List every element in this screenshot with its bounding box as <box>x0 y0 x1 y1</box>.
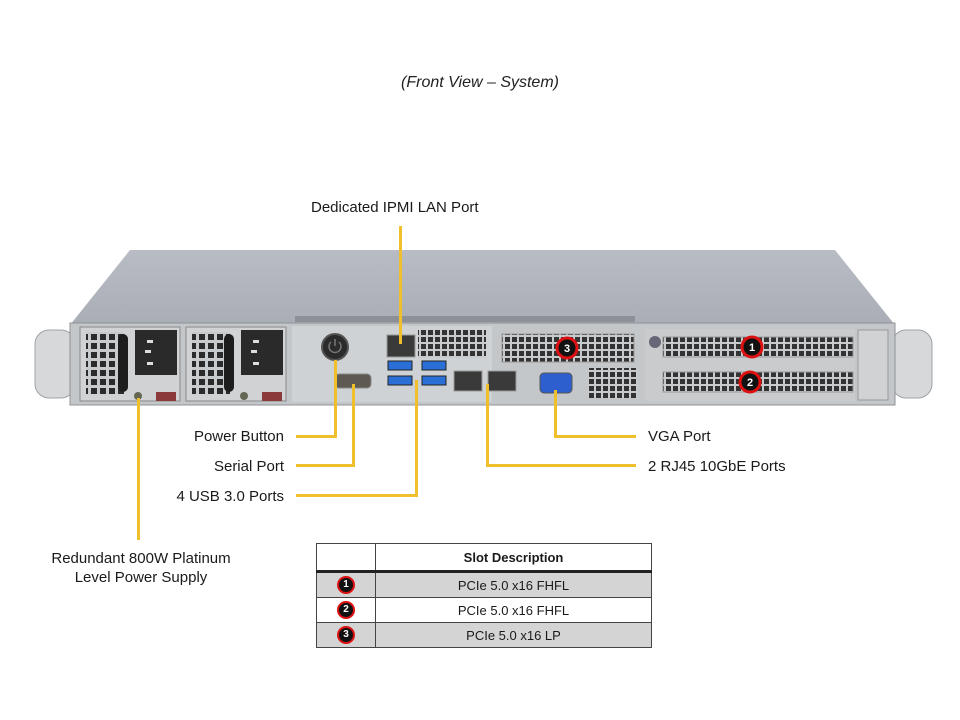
table-header-row: Slot Description <box>316 543 652 573</box>
psu-2 <box>185 326 287 402</box>
ipmi-callout-line <box>399 226 402 344</box>
psu-label-line2: Level Power Supply <box>74 569 208 586</box>
left-rack-ear <box>34 329 76 399</box>
vga-callout-line-v <box>554 390 557 438</box>
rj45-callout-line-v <box>486 384 489 467</box>
slot-1-badge-icon: 1 <box>740 335 764 359</box>
slot-description-table: Slot Description 1 PCIe 5.0 x16 FHFL 2 P… <box>316 543 652 648</box>
psu-1 <box>79 326 181 402</box>
rj45-ports-label: 2 RJ45 10GbE Ports <box>648 458 786 475</box>
psu-label-line1: Redundant 800W Platinum <box>51 550 231 567</box>
ipmi-lan-port-label: Dedicated IPMI LAN Port <box>311 199 479 216</box>
table-row: 3 PCIe 5.0 x16 LP <box>316 622 652 648</box>
slot-2-badge-icon: 2 <box>738 370 762 394</box>
usb-ports-icon <box>387 360 447 386</box>
usb-callout-line-h <box>296 494 418 497</box>
rj45-port-1-icon <box>453 370 483 392</box>
slot-3-badge-icon: 3 <box>555 336 579 360</box>
slot-desc-cell: PCIe 5.0 x16 FHFL <box>375 571 652 598</box>
serial-callout-line-h <box>296 464 355 467</box>
table-header-desc: Slot Description <box>375 543 652 573</box>
power-button-icon <box>321 333 349 361</box>
power-button-callout-line-v <box>334 360 337 438</box>
right-rack-ear <box>891 329 933 399</box>
top-vent <box>295 316 635 322</box>
slot-badge-icon: 2 <box>337 601 355 619</box>
table-row: 2 PCIe 5.0 x16 FHFL <box>316 597 652 623</box>
slot-desc-cell: PCIe 5.0 x16 FHFL <box>375 597 652 623</box>
psu-callout-line <box>137 398 140 540</box>
power-button-callout-line-h <box>296 435 337 438</box>
slot-badge-icon: 3 <box>337 626 355 644</box>
rj45-callout-line-h <box>486 464 636 467</box>
vga-port-label: VGA Port <box>648 428 711 445</box>
slot-1-badge-text: 1 <box>749 342 755 354</box>
serial-callout-line-v <box>352 384 355 467</box>
chassis-top-cover <box>70 250 895 325</box>
power-button-label: Power Button <box>193 428 284 445</box>
slot-desc-cell: PCIe 5.0 x16 LP <box>375 622 652 648</box>
slot-2-badge-text: 2 <box>747 377 753 389</box>
page-title: (Front View – System) <box>401 74 559 91</box>
slot-3-badge-text: 3 <box>564 343 570 355</box>
usb-ports-label: 4 USB 3.0 Ports <box>176 488 284 505</box>
table-row: 1 PCIe 5.0 x16 FHFL <box>316 571 652 598</box>
rj45-port-2-icon <box>487 370 517 392</box>
table-header-num <box>316 543 376 573</box>
vga-callout-line-h <box>554 435 636 438</box>
slot-badge-icon: 1 <box>337 576 355 594</box>
usb-callout-line-v <box>415 380 418 497</box>
serial-port-label: Serial Port <box>213 458 284 475</box>
